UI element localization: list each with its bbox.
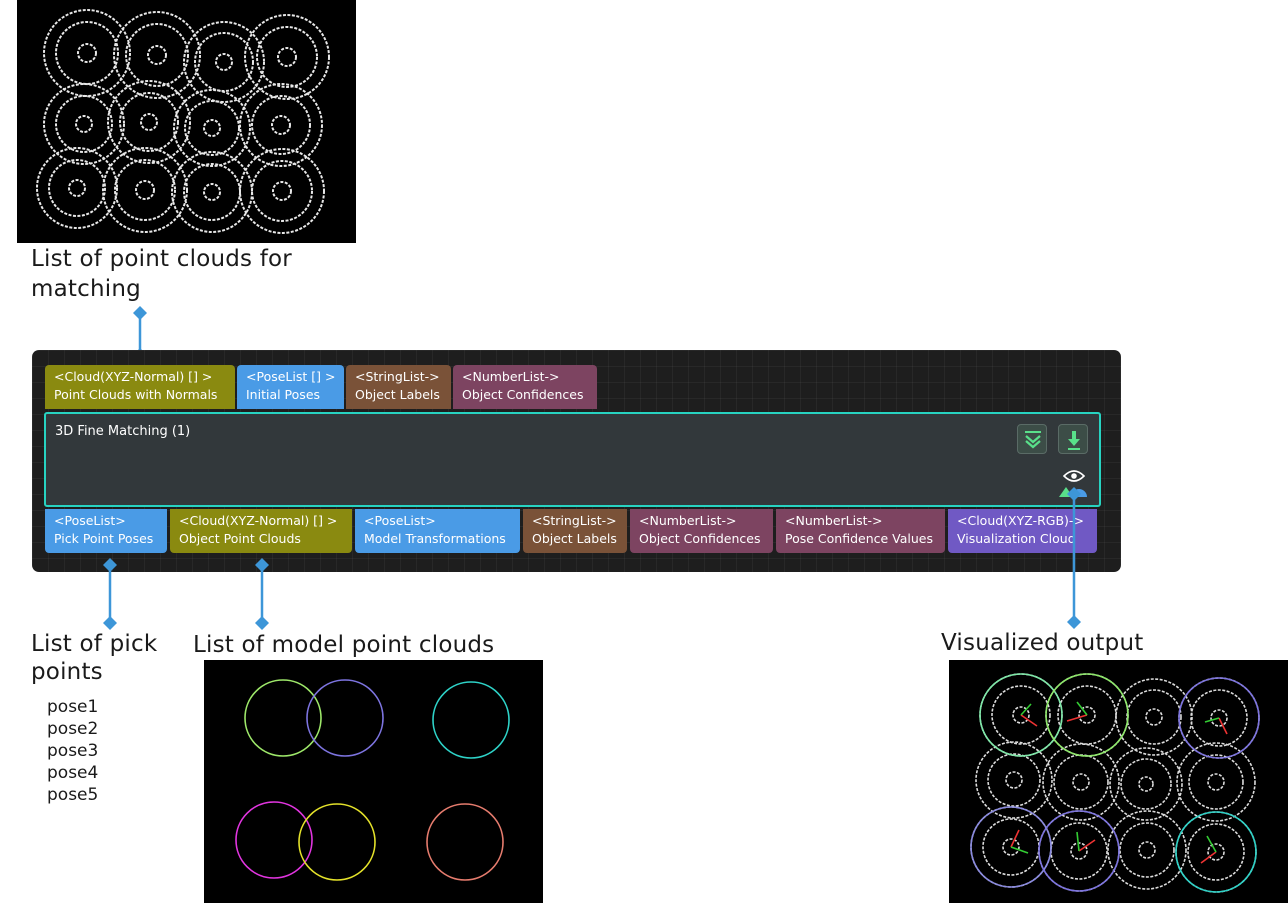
port-name: Initial Poses [246, 387, 321, 402]
port-type: <Cloud(XYZ-RGB)-> [957, 513, 1084, 528]
download-button[interactable] [1058, 424, 1088, 454]
output-port-visualization-cloud[interactable]: <Cloud(XYZ-RGB)-> Visualization Cloud [948, 509, 1097, 553]
port-type: <PoseList [] > [246, 369, 336, 384]
collapse-button[interactable] [1017, 424, 1047, 454]
port-name: Object Confidences [639, 531, 761, 546]
list-item: pose1 [47, 697, 99, 717]
port-type: <Cloud(XYZ-Normal) [] > [179, 513, 338, 528]
visualized-output-image [949, 660, 1288, 903]
port-name: Object Labels [355, 387, 440, 402]
port-name: Object Confidences [462, 387, 584, 402]
collapse-icon [1025, 431, 1041, 449]
caption-pick-points: List of pick points [31, 631, 158, 685]
port-type: <PoseList> [364, 513, 436, 528]
connector-object-point-clouds [255, 558, 269, 630]
list-item: pose4 [47, 763, 99, 783]
port-name: Visualization Cloud [957, 531, 1076, 546]
caption-input-point-clouds: List of point clouds for matching [31, 246, 292, 302]
node-3d-fine-matching[interactable]: 3D Fine Matching (1) [44, 412, 1101, 507]
port-type: <PoseList> [54, 513, 126, 528]
connector-visualization [1067, 487, 1081, 629]
connector-pick-points [103, 558, 117, 630]
port-name: Object Labels [532, 531, 617, 546]
port-name: Pose Confidence Values [785, 531, 934, 546]
output-port-object-labels[interactable]: <StringList-> Object Labels [523, 509, 627, 553]
pose-list: pose1 pose2 pose3 pose4 pose5 [47, 696, 98, 806]
port-type: <NumberList-> [462, 369, 560, 384]
port-type: <NumberList-> [639, 513, 737, 528]
input-port-object-labels[interactable]: <StringList-> Object Labels [346, 365, 451, 409]
list-item: pose2 [47, 719, 99, 739]
port-type: <NumberList-> [785, 513, 883, 528]
eye-icon[interactable] [1063, 469, 1085, 483]
list-item: pose5 [47, 785, 99, 805]
port-type: <StringList-> [532, 513, 617, 528]
list-item: pose3 [47, 741, 99, 761]
caption-visualized-output: Visualized output [941, 630, 1144, 656]
port-name: Model Transformations [364, 531, 506, 546]
port-type: <StringList-> [355, 369, 440, 384]
port-type: <Cloud(XYZ-Normal) [] > [54, 369, 213, 384]
output-port-object-point-clouds[interactable]: <Cloud(XYZ-Normal) [] > Object Point Clo… [170, 509, 352, 553]
output-port-pick-point-poses[interactable]: <PoseList> Pick Point Poses [45, 509, 167, 553]
output-port-pose-confidence-values[interactable]: <NumberList-> Pose Confidence Values [776, 509, 945, 553]
download-icon [1068, 431, 1080, 450]
caption-model-point-clouds: List of model point clouds [193, 632, 495, 658]
port-name: Object Point Clouds [179, 531, 301, 546]
input-port-object-confidences[interactable]: <NumberList-> Object Confidences [453, 365, 597, 409]
port-name: Point Clouds with Normals [54, 387, 218, 402]
input-port-point-clouds[interactable]: <Cloud(XYZ-Normal) [] > Point Clouds wit… [45, 365, 235, 409]
output-port-model-transformations[interactable]: <PoseList> Model Transformations [355, 509, 520, 553]
model-point-clouds-image [204, 660, 543, 903]
port-name: Pick Point Poses [54, 531, 154, 546]
input-port-initial-poses[interactable]: <PoseList [] > Initial Poses [237, 365, 344, 409]
node-title: 3D Fine Matching (1) [55, 424, 191, 439]
input-point-cloud-image [17, 0, 356, 243]
output-port-object-confidences[interactable]: <NumberList-> Object Confidences [630, 509, 773, 553]
